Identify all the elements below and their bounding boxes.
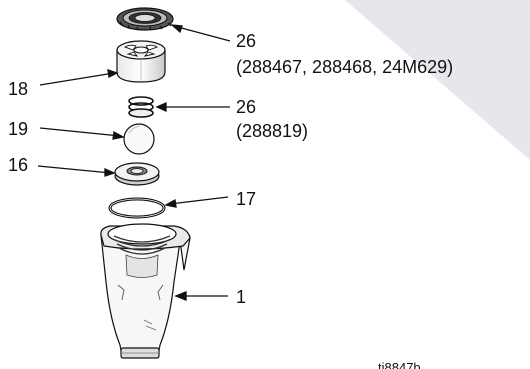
callout-19: 19 bbox=[8, 119, 28, 139]
part-26-seal-disc bbox=[116, 7, 174, 31]
callout-26-top-refs: (288467, 288468, 24M629) bbox=[236, 57, 453, 77]
callout-16: 16 bbox=[8, 155, 28, 175]
callout-26-spring: 26 bbox=[236, 97, 256, 117]
callout-26-top: 26 bbox=[236, 31, 256, 51]
background-triangle bbox=[345, 0, 530, 160]
callout-18: 18 bbox=[8, 79, 28, 99]
part-16-seat bbox=[114, 162, 160, 186]
leader-lines bbox=[37, 24, 231, 301]
callout-17: 17 bbox=[236, 189, 256, 209]
part-1-housing bbox=[100, 223, 191, 359]
part-17-o-ring bbox=[108, 197, 166, 219]
part-26-spring bbox=[128, 96, 154, 118]
callout-26-spring-refs: (288819) bbox=[236, 121, 308, 141]
part-18-guide bbox=[116, 40, 166, 83]
callout-1: 1 bbox=[236, 287, 246, 307]
part-19-ball bbox=[123, 123, 155, 155]
figure-id: ti8847b bbox=[378, 360, 421, 369]
